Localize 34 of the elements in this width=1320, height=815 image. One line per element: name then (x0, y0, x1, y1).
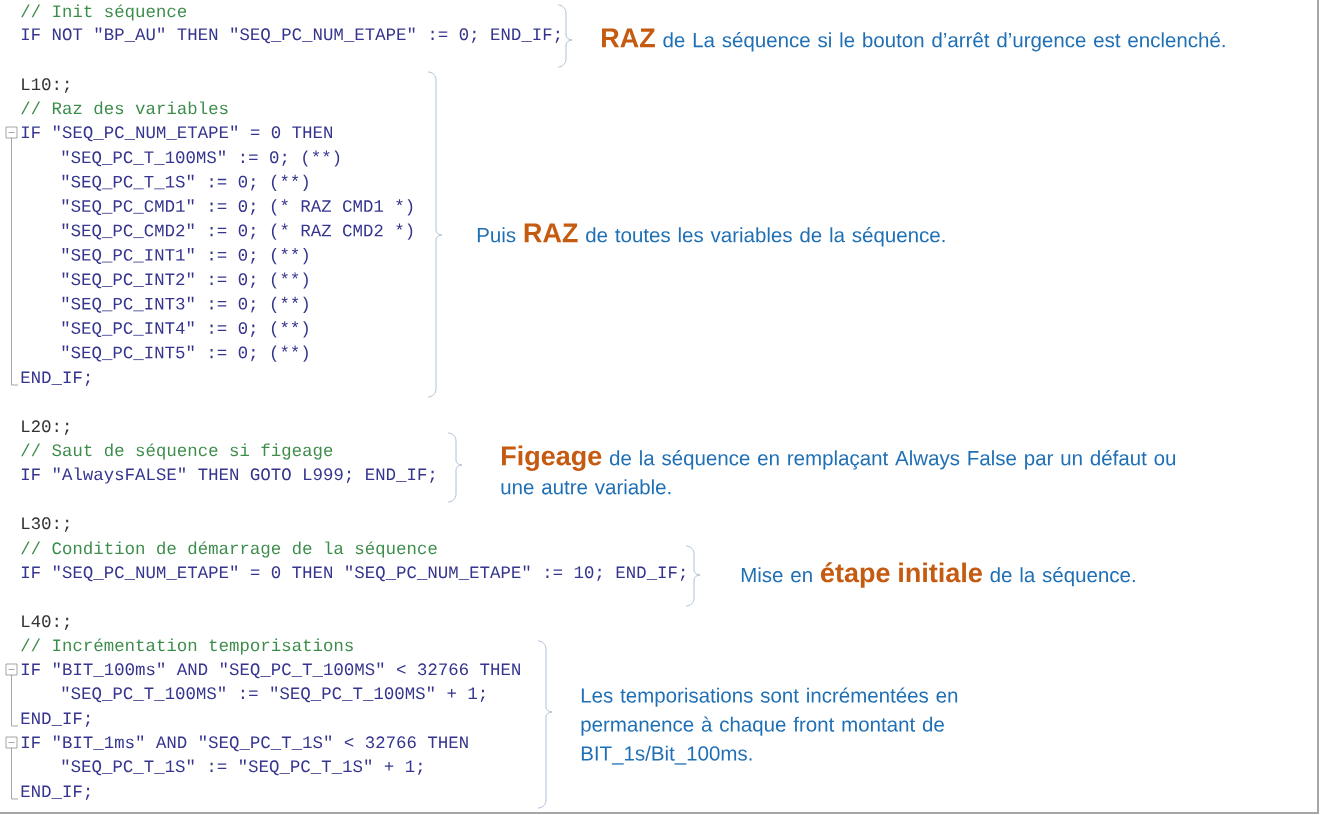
code-label: L40:; (22, 615, 69, 631)
code-line: "SEQ_PC_INT1" := 0; (**) (62, 248, 308, 265)
code-line: "SEQ_PC_CMD2" := 0; (* RAZ CMD2 *) (62, 223, 413, 240)
code-label: L30:; (22, 517, 69, 533)
code-comment: // Condition de démarrage de la séquence (21, 541, 437, 558)
annotation-text: Figeage de la séquence en remplaçant Always False par un défaut ou une autre variable. (501, 445, 1176, 495)
code-line: "SEQ_PC_T_1S" := 0; (**) (62, 174, 308, 191)
code-line: IF NOT "BP_AU" THEN "SEQ_PC_NUM_ETAPE" := 0; END_IF; (21, 27, 560, 44)
code-label: L10:; (22, 78, 69, 94)
code-comment: // Incrémentation temporisations (21, 638, 353, 655)
code-line: "SEQ_PC_T_100MS" := "SEQ_PC_T_100MS" + 1; (62, 686, 485, 703)
code-line: "SEQ_PC_CMD1" := 0; (* RAZ CMD1 *) (62, 199, 413, 216)
code-line: IF "SEQ_PC_NUM_ETAPE" = 0 THEN (21, 125, 332, 142)
code-line: "SEQ_PC_INT2" := 0; (**) (62, 272, 308, 289)
code-line: END_IF; (21, 712, 90, 728)
code-line: "SEQ_PC_INT5" := 0; (**) (62, 345, 308, 362)
annotation-text: RAZ de La séquence si le bouton d’arrêt d’urgence est enclenché. (602, 28, 1225, 52)
code-line: END_IF; (21, 371, 90, 387)
code-line: "SEQ_PC_INT4" := 0; (**) (62, 321, 308, 338)
annotation-text: Les temporisations sont incrémentées en permanence à chaque front montant de BIT_1s/Bit_100ms. (581, 687, 958, 765)
annotation-text: Puis RAZ de toutes les variables de la séquence. (477, 223, 945, 247)
code-line: "SEQ_PC_T_1S" := "SEQ_PC_T_1S" + 1; (62, 759, 422, 776)
code-comment: // Saut de séquence si figeage (21, 443, 333, 460)
code-line: "SEQ_PC_T_100MS" := 0; (**) (62, 150, 340, 167)
annotation-text: Mise en étape initiale de la séquence. (741, 562, 1135, 588)
code-comment: // Init séquence (21, 4, 187, 21)
code-line: IF "AlwaysFALSE" THEN GOTO L999; END_IF; (21, 467, 435, 484)
code-line: "SEQ_PC_INT3" := 0; (**) (62, 296, 308, 313)
code-line: END_IF; (21, 785, 90, 801)
code-line: IF "BIT_100ms" AND "SEQ_PC_T_100MS" < 32766 THEN (21, 662, 520, 679)
code-line: IF "SEQ_PC_NUM_ETAPE" = 0 THEN "SEQ_PC_NUM_ETAPE" := 10; END_IF; (21, 565, 685, 582)
code-line: IF "BIT_1ms" AND "SEQ_PC_T_1S" < 32766 THEN (21, 735, 468, 752)
code-label: L20:; (22, 420, 69, 436)
code-comment: // Raz des variables (21, 101, 228, 115)
